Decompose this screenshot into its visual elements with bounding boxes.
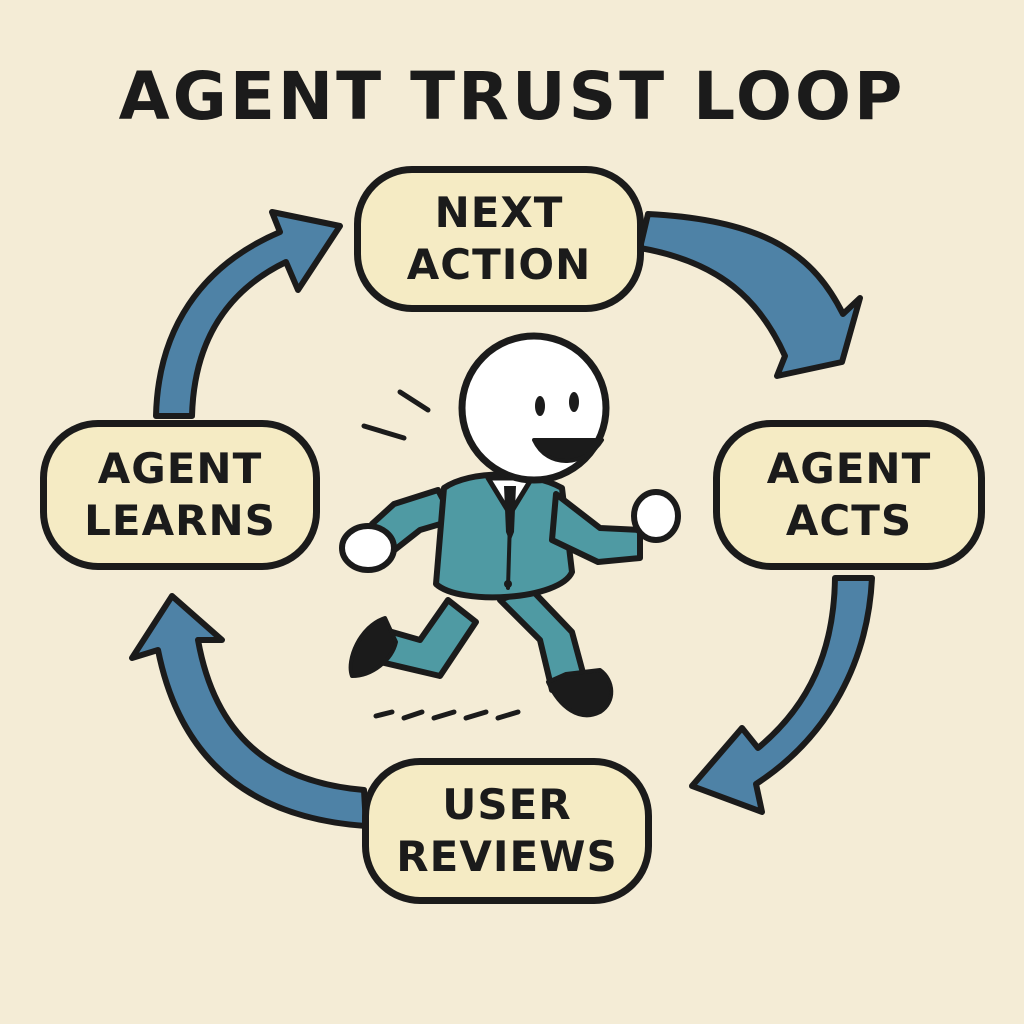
node-agent-acts-line1: AGENT xyxy=(766,444,932,493)
running-agent-figure xyxy=(339,332,681,721)
node-next-action-line1: NEXT xyxy=(434,188,564,237)
node-agent-acts: AGENT ACTS xyxy=(713,420,985,570)
node-agent-learns-line1: AGENT xyxy=(97,444,263,493)
node-next-action: NEXT ACTION xyxy=(354,166,644,312)
node-agent-learns-line2: LEARNS xyxy=(84,496,276,545)
arrow-reviews-to-learns xyxy=(129,593,369,829)
node-next-action-line2: ACTION xyxy=(406,240,592,289)
node-user-reviews-line2: REVIEWS xyxy=(396,832,618,881)
arrow-acts-to-reviews xyxy=(689,575,875,815)
speed-lines-icon xyxy=(361,389,431,441)
node-user-reviews: USER REVIEWS xyxy=(362,758,652,904)
node-agent-learns: AGENT LEARNS xyxy=(40,420,320,570)
arrow-learns-to-next xyxy=(153,209,343,419)
motion-lines-icon xyxy=(373,709,521,721)
arrow-next-to-acts xyxy=(637,211,863,379)
node-agent-acts-line2: ACTS xyxy=(785,496,913,545)
diagram-title: AGENT TRUST LOOP xyxy=(118,58,906,135)
node-user-reviews-line1: USER xyxy=(442,780,572,829)
